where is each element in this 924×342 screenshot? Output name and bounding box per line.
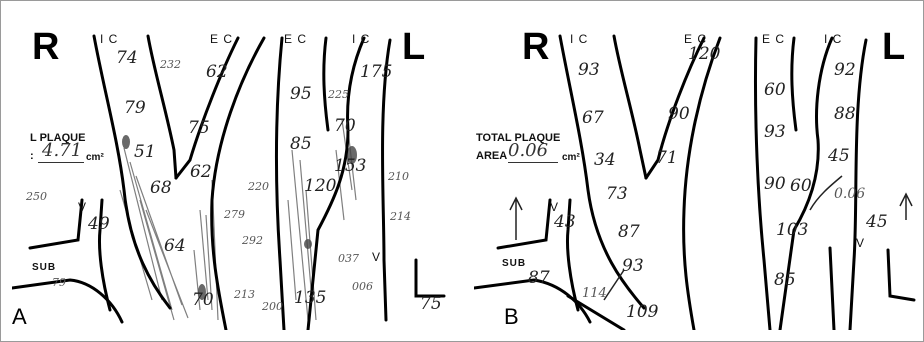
plaque-area-value: 4.71 bbox=[42, 140, 82, 161]
measurement: 73 bbox=[606, 184, 628, 204]
panel-a-vessel-drawing bbox=[12, 0, 460, 330]
vertebral-label: V bbox=[78, 200, 87, 214]
measurement: 68 bbox=[150, 178, 172, 198]
measurement: 90 bbox=[668, 104, 690, 124]
plaque-underline bbox=[38, 162, 84, 163]
measurement: 60 bbox=[790, 176, 812, 196]
measurement: 103 bbox=[776, 220, 808, 240]
measurement: 45 bbox=[828, 146, 850, 166]
ec-label: E C bbox=[284, 32, 307, 46]
right-side-label: R bbox=[32, 26, 59, 69]
measurement: 62 bbox=[206, 62, 228, 82]
measurement: 120 bbox=[688, 44, 720, 64]
measurement: 85 bbox=[774, 270, 796, 290]
measurement: 74 bbox=[116, 48, 138, 68]
measurement: 67 bbox=[582, 108, 604, 128]
vertebral-label: V bbox=[856, 236, 865, 250]
measurement: 45 bbox=[866, 212, 888, 232]
measurement: 75 bbox=[420, 294, 442, 314]
faint-mark: 292 bbox=[242, 234, 263, 247]
plaque-area-value: 0.06 bbox=[508, 140, 548, 161]
plaque-unit: cm² bbox=[562, 152, 580, 163]
plaque-underline bbox=[508, 162, 558, 163]
measurement: 0.06 bbox=[834, 186, 865, 202]
measurement: 70 bbox=[192, 290, 214, 310]
subclavian-label: SUB bbox=[502, 258, 526, 269]
faint-mark: 210 bbox=[388, 170, 409, 183]
ic-label: I C bbox=[570, 32, 588, 46]
faint-mark: 220 bbox=[248, 180, 269, 193]
subclavian-label: SUB bbox=[32, 262, 56, 273]
measurement: 75 bbox=[188, 118, 210, 138]
measurement: 93 bbox=[764, 122, 786, 142]
measurement: 88 bbox=[834, 104, 856, 124]
faint-mark: 232 bbox=[160, 58, 181, 71]
measurement: 79 bbox=[52, 276, 66, 289]
plaque-label-line2: : bbox=[30, 150, 34, 163]
ic-label: I C bbox=[100, 32, 118, 46]
measurement: 51 bbox=[134, 142, 156, 162]
measurement: 87 bbox=[528, 268, 550, 288]
faint-mark: 200 bbox=[262, 300, 283, 313]
right-side-label: R bbox=[522, 26, 549, 69]
plaque-label-line2: AREA bbox=[476, 150, 507, 163]
measurement: 49 bbox=[88, 214, 110, 234]
panel-b: R L I C E C E C I C V V SUB TOTAL PLAQUE… bbox=[474, 0, 922, 330]
measurement: 120 bbox=[304, 176, 336, 196]
measurement: 34 bbox=[594, 150, 616, 170]
measurement: 90 bbox=[764, 174, 786, 194]
measurement: 92 bbox=[834, 60, 856, 80]
measurement: 70 bbox=[334, 116, 356, 136]
faint-mark: 214 bbox=[390, 210, 411, 223]
measurement: 114 bbox=[582, 286, 607, 301]
measurement: 109 bbox=[626, 302, 658, 322]
faint-mark: 213 bbox=[234, 288, 255, 301]
measurement: 79 bbox=[124, 98, 146, 118]
left-side-label: L bbox=[882, 26, 905, 69]
faint-mark: 279 bbox=[224, 208, 245, 221]
measurement: 153 bbox=[334, 156, 366, 176]
ec-label: E C bbox=[210, 32, 233, 46]
measurement: 93 bbox=[622, 256, 644, 276]
ic-label: I C bbox=[824, 32, 842, 46]
left-side-label: L bbox=[402, 26, 425, 69]
faint-mark: 225 bbox=[328, 88, 349, 101]
faint-mark: 006 bbox=[352, 280, 373, 293]
panel-a: R L I C E C E C I C V V SUB L PLAQUE : 4… bbox=[12, 0, 460, 330]
measurement: 175 bbox=[360, 62, 392, 82]
measurement: 135 bbox=[294, 288, 326, 308]
ic-label: I C bbox=[352, 32, 370, 46]
measurement: 87 bbox=[618, 222, 640, 242]
ec-label: E C bbox=[762, 32, 785, 46]
measurement: 64 bbox=[164, 236, 186, 256]
measurement: 85 bbox=[290, 134, 312, 154]
panel-letter: B bbox=[504, 304, 519, 330]
faint-mark: 250 bbox=[26, 190, 47, 203]
measurement: 62 bbox=[190, 162, 212, 182]
vertebral-label: V bbox=[372, 250, 381, 264]
measurement: 43 bbox=[554, 212, 576, 232]
measurement: 71 bbox=[656, 148, 678, 168]
plaque-unit: cm² bbox=[86, 152, 104, 163]
panel-letter: A bbox=[12, 304, 27, 330]
measurement: 95 bbox=[290, 84, 312, 104]
faint-mark: 037 bbox=[338, 252, 359, 265]
measurement: 93 bbox=[578, 60, 600, 80]
measurement: 60 bbox=[764, 80, 786, 100]
